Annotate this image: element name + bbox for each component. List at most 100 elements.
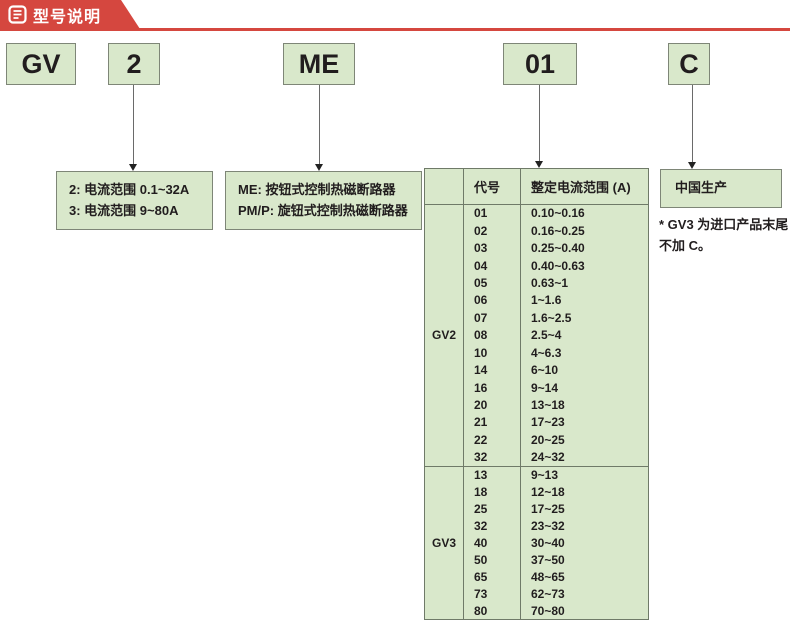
code-cell: 73 [463,585,521,603]
code-cell: 16 [463,378,521,397]
code-cell: 05 [463,274,521,292]
code-cell: 04 [463,256,521,275]
arrow-frame-size [129,85,138,171]
model-segment-origin: C [668,43,710,85]
origin-label: 中国生产 [675,180,728,196]
group-header-cell [424,168,464,205]
range-cell: 9~13 [520,466,649,484]
range-cell: 17~25 [520,500,649,518]
arrow-origin [688,85,697,169]
origin-box: 中国生产 [660,169,782,208]
current-range-box: 2: 电流范围 0.1~32A 3: 电流范围 9~80A [56,171,213,230]
range-cell: 0.16~0.25 [520,221,649,240]
code-cell: 40 [463,534,521,552]
range-cell: 20~25 [520,431,649,449]
code-header-cell: 代号 [463,168,521,205]
range-cell: 1.6~2.5 [520,309,649,327]
section-title: 型号说明 [33,8,102,26]
range-cell: 1~1.6 [520,291,649,310]
table-header-row: 代号 整定电流范围 (A) [424,168,649,205]
model-segment-current-code: 01 [503,43,577,85]
range-cell: 2.5~4 [520,326,649,344]
range-cell: 4~6.3 [520,344,649,362]
code-cell: 22 [463,431,521,449]
range-cell: 0.10~0.16 [520,204,649,222]
control-type-line-1: ME: 按钮式控制热磁断路器 [238,181,396,197]
code-cell: 13 [463,466,521,484]
code-cell: 65 [463,568,521,586]
code-cell: 07 [463,309,521,327]
range-cell: 0.40~0.63 [520,256,649,275]
group-label: GV2 [431,328,456,343]
current-range-line-2: 3: 电流范围 9~80A [69,202,179,218]
section-header-banner: 型号说明 [0,0,140,29]
model-segment-control-type: ME [283,43,355,85]
range-cell: 0.25~0.40 [520,239,649,257]
code-cell: 21 [463,413,521,432]
code-cell: 80 [463,602,521,620]
code-cell: 32 [463,448,521,467]
code-cell: 18 [463,483,521,501]
footnote-line-2: 不加 C。 [659,238,712,254]
code-cell: 02 [463,221,521,240]
code-cell: 06 [463,291,521,310]
range-cell: 6~10 [520,361,649,379]
range-cell: 62~73 [520,585,649,603]
model-segment-frame-size: 2 [108,43,160,85]
code-cell: 10 [463,344,521,362]
code-cell: 20 [463,396,521,414]
code-cell: 01 [463,204,521,222]
control-type-line-2: PM/P: 旋钮式控制热磁断路器 [238,202,408,218]
current-range-line-1: 2: 电流范围 0.1~32A [69,181,190,197]
range-cell: 24~32 [520,448,649,467]
header-underline [0,28,790,31]
range-cell: 70~80 [520,602,649,620]
range-cell: 9~14 [520,378,649,397]
range-header-cell: 整定电流范围 (A) [520,168,649,205]
range-cell: 13~18 [520,396,649,414]
code-cell: 32 [463,517,521,535]
code-cell: 14 [463,361,521,379]
range-cell: 37~50 [520,551,649,569]
code-cell: 50 [463,551,521,569]
code-cell: 25 [463,500,521,518]
code-cell: 08 [463,326,521,344]
range-cell: 17~23 [520,413,649,432]
code-cell: 03 [463,239,521,257]
range-cell: 12~18 [520,483,649,501]
arrow-control-type [315,85,324,171]
group-label: GV3 [431,535,456,550]
range-cell: 30~40 [520,534,649,552]
range-cell: 23~32 [520,517,649,535]
control-type-box: ME: 按钮式控制热磁断路器 PM/P: 旋钮式控制热磁断路器 [225,171,422,230]
arrow-current-code [535,85,544,168]
footnote: * GV3 为进口产品末尾 不加 C。 [659,214,789,257]
